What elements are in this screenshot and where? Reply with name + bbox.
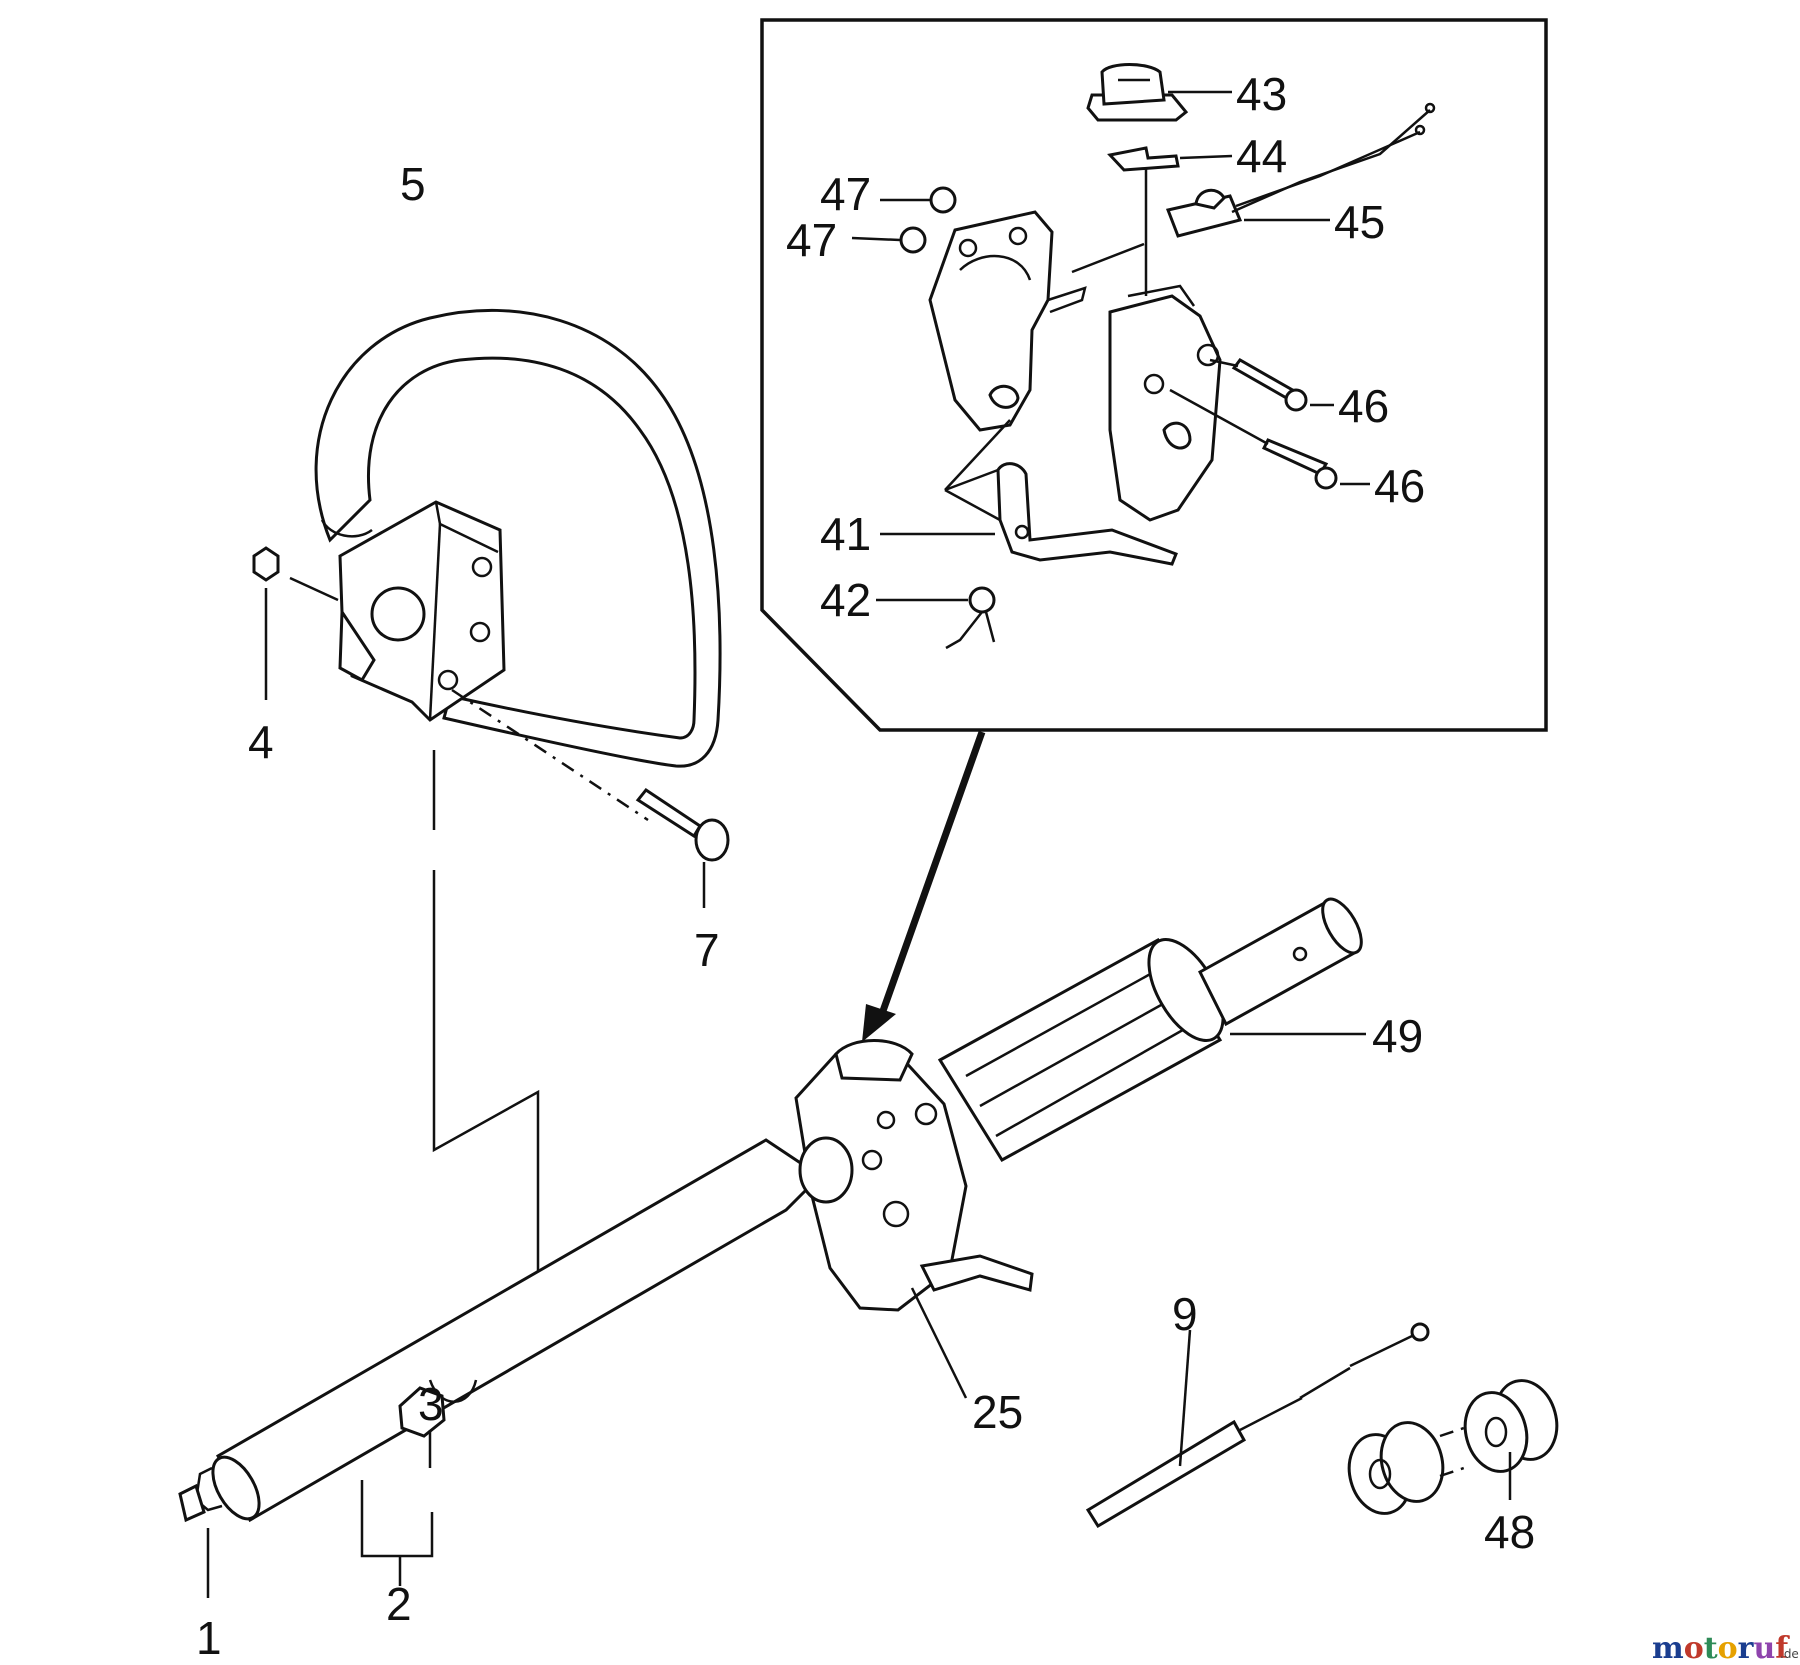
callout-1: 1: [196, 1612, 222, 1664]
loop-handle-part: [314, 308, 722, 768]
callout-44: 44: [1236, 130, 1287, 182]
callout-48: 48: [1484, 1506, 1535, 1558]
screw-part-46b: [1169, 388, 1370, 490]
callout-25: 25: [972, 1386, 1023, 1438]
callout-bracket-2: [360, 1480, 434, 1586]
callout-4: 4: [248, 716, 274, 768]
stop-switch-part: [1165, 102, 1436, 238]
callout-7: 7: [694, 924, 720, 976]
bolt-part-7: [451, 688, 730, 908]
callout-9: 9: [1172, 1288, 1198, 1340]
watermark-brand: motoruf: [1652, 1631, 1790, 1665]
callout-5: 5: [400, 158, 426, 210]
switch-cap-part: [1086, 63, 1232, 122]
assembly-guide-line: [432, 750, 540, 1290]
damper-bushing-part: [1347, 1379, 1559, 1515]
handle-housing-right-half: [1071, 168, 1222, 522]
throttle-trigger-part: [880, 419, 1178, 566]
callout-45: 45: [1334, 196, 1385, 248]
drive-shaft-tube: [178, 1138, 823, 1523]
callout-43: 43: [1236, 68, 1287, 120]
callout-3: 3: [418, 1378, 444, 1430]
nut-part-4: [252, 546, 339, 700]
inset-pointer-arrow: [874, 730, 986, 1027]
callout-46a: 46: [1338, 380, 1389, 432]
handle-clamp-block: [338, 500, 506, 722]
trigger-spring-part: [876, 586, 996, 650]
watermark-tld: .de: [1780, 1647, 1799, 1661]
throttle-handle-assembly: [794, 1039, 1034, 1399]
callout-41: 41: [820, 508, 871, 560]
callout-47a: 47: [820, 168, 871, 220]
nut-part-47a: [880, 186, 957, 214]
callout-42: 42: [820, 574, 871, 626]
handle-housing-left-half: [928, 210, 1087, 432]
callout-49: 49: [1372, 1010, 1423, 1062]
callout-2: 2: [386, 1578, 412, 1630]
watermark-logo: motoruf .de: [1652, 1631, 1799, 1665]
callout-47b: 47: [786, 214, 837, 266]
throttle-cable-part: [1085, 1322, 1430, 1529]
detail-inset-panel: [760, 18, 1548, 1042]
nut-part-47b: [851, 226, 927, 254]
screw-part-46a: [1209, 358, 1334, 412]
grip-sleeve-part: [937, 897, 1366, 1163]
arrow-head: [862, 1004, 896, 1042]
switch-plate-part: [1107, 146, 1233, 172]
callout-46b: 46: [1374, 460, 1425, 512]
